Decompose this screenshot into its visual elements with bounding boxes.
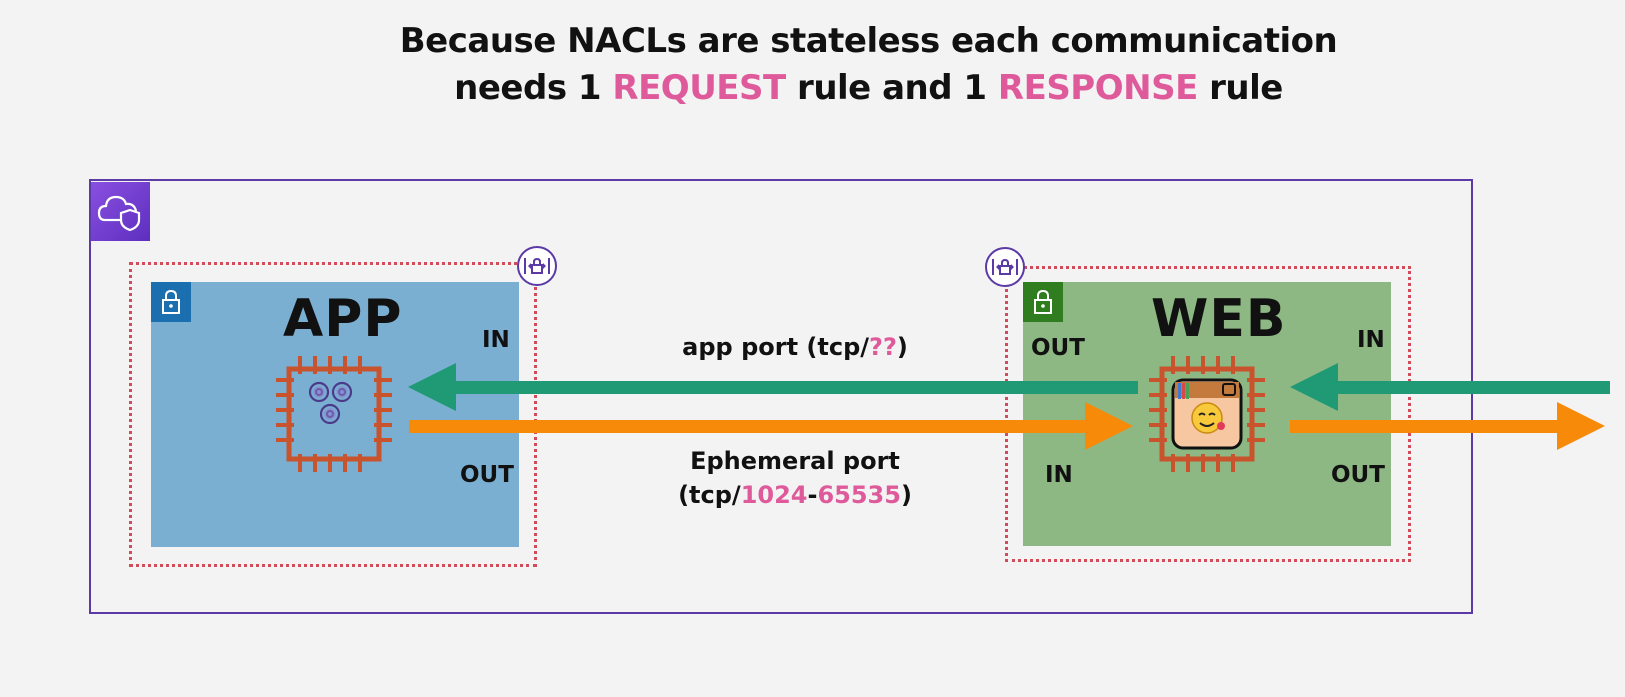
response-highlight: RESPONSE xyxy=(997,68,1198,108)
request-caption: app port (tcp/??) xyxy=(610,333,980,361)
web-out-left-label: OUT xyxy=(1031,335,1085,361)
web-nacl-icon xyxy=(985,247,1025,287)
ephemeral-port-high: 65535 xyxy=(817,481,901,509)
request-caption-text: app port (tcp/ xyxy=(682,333,870,361)
response-caption-text: ) xyxy=(900,481,912,509)
app-in-label: IN xyxy=(482,327,510,353)
request-caption-text: ) xyxy=(896,333,908,361)
vpc-boundary xyxy=(89,179,1473,614)
web-out-right-label: OUT xyxy=(1331,462,1385,488)
response-caption-text: - xyxy=(807,481,818,509)
response-arrow-external xyxy=(1290,402,1605,450)
web-nacl-boundary xyxy=(1005,266,1411,562)
web-subnet-lock-icon xyxy=(1023,282,1063,322)
request-arrow-external xyxy=(1290,363,1610,411)
title-text: rule and 1 xyxy=(785,68,998,108)
request-highlight: REQUEST xyxy=(612,68,786,108)
title-text: needs 1 xyxy=(454,68,613,108)
response-caption: Ephemeral port (tcp/1024-65535) xyxy=(610,444,980,512)
app-ec2-chip-icon xyxy=(272,352,396,476)
web-in-left-label: IN xyxy=(1045,462,1073,488)
title-line-2: needs 1 REQUEST rule and 1 RESPONSE rule xyxy=(0,65,1625,112)
response-caption-line-1: Ephemeral port xyxy=(690,447,900,475)
vpc-cloud-shield-icon xyxy=(91,182,150,241)
request-arrow-app xyxy=(408,363,1138,411)
diagram-title: Because NACLs are stateless each communi… xyxy=(0,18,1625,112)
app-nacl-boundary xyxy=(129,262,537,567)
ephemeral-port-low: 1024 xyxy=(740,481,808,509)
response-caption-line-2: (tcp/1024-65535) xyxy=(610,478,980,512)
app-out-label: OUT xyxy=(460,462,514,488)
web-in-right-label: IN xyxy=(1357,327,1385,353)
response-caption-text: (tcp/ xyxy=(678,481,741,509)
app-subnet-lock-icon xyxy=(151,282,191,322)
title-line-1: Because NACLs are stateless each communi… xyxy=(399,21,1338,61)
web-ec2-chip-icon xyxy=(1145,352,1269,476)
web-label: WEB xyxy=(1151,289,1287,349)
response-arrow-app xyxy=(409,402,1133,450)
app-label: APP xyxy=(283,289,403,349)
title-text: rule xyxy=(1197,68,1283,108)
request-port-value: ?? xyxy=(869,333,897,361)
app-nacl-icon xyxy=(517,246,557,286)
